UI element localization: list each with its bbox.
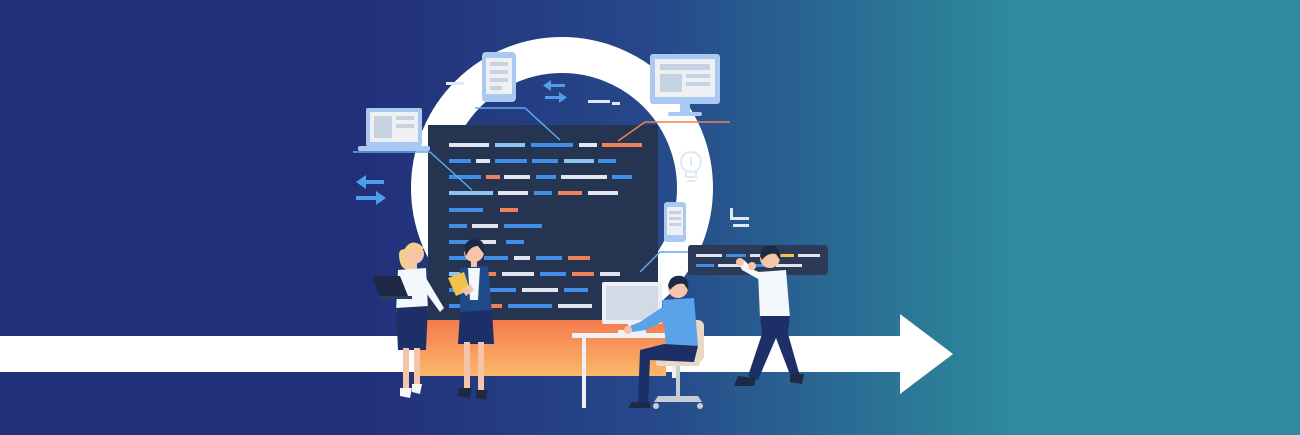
decor-dashes (446, 82, 749, 227)
man-carrying-panel (734, 245, 804, 386)
sync-arrows-icon (543, 80, 567, 103)
connector-lines (353, 107, 730, 273)
code-lines (449, 143, 642, 308)
floating-code-panel (688, 245, 828, 275)
tablet-icon (482, 52, 516, 102)
monitor-icon (650, 54, 720, 116)
woman-with-laptop (372, 242, 444, 398)
woman-with-tablet (448, 239, 494, 400)
sync-arrows-icon (356, 175, 386, 205)
lightbulb-icon (680, 151, 702, 182)
laptop-icon (358, 108, 430, 151)
man-at-computer (624, 275, 704, 409)
phone-icon (664, 202, 686, 242)
